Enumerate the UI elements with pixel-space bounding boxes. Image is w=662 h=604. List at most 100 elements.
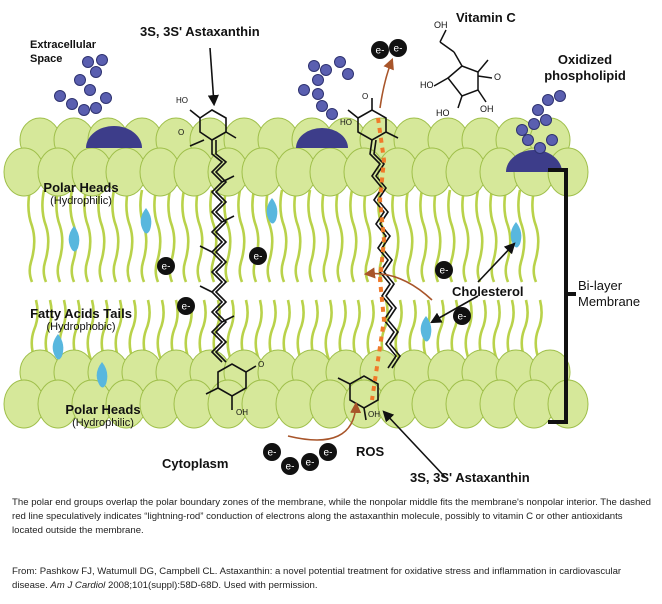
fatty-acid-tail <box>181 189 190 283</box>
astaxanthin-molecule-left <box>189 109 257 410</box>
cholesterol-molecule <box>140 208 152 234</box>
cholesterol-label: Cholesterol <box>452 284 524 299</box>
fatty-acid-tail <box>321 189 330 283</box>
electron-label: e- <box>286 462 295 473</box>
o-label-left-top: O <box>178 128 185 137</box>
electron-circle <box>319 443 337 461</box>
fatty-acid-tail <box>97 189 106 283</box>
cytoplasm-label: Cytoplasm <box>162 456 229 471</box>
citation-prefix: From: Pashkow FJ, Watumull DG, Campbell … <box>12 566 622 591</box>
electron-circle <box>301 453 319 471</box>
fatty-acid-tail <box>111 189 120 283</box>
vitc-oh-label-4: OH <box>480 104 494 114</box>
electron-label: e- <box>162 262 171 273</box>
cholesterol-molecule <box>52 334 64 360</box>
o-label-left-bottom: O <box>258 360 265 369</box>
ho-label-left-top: HO <box>176 96 188 105</box>
upper-polar-heads-front-row <box>3 147 589 197</box>
cholesterol-molecule <box>510 222 522 248</box>
fatty-acid-tail <box>195 189 204 283</box>
oh-label-left-bottom: OH <box>236 408 248 417</box>
electron-circle <box>249 247 267 265</box>
extracellular-space-label: Extracellular Space <box>30 39 97 65</box>
electron-label: e- <box>254 252 263 263</box>
electron-label: e- <box>182 302 191 313</box>
electron-label: e- <box>306 458 315 469</box>
fatty-acid-tail <box>307 189 316 283</box>
sugar-bead <box>82 56 94 68</box>
fatty-acid-tail <box>237 189 246 283</box>
vitamin-c-label: Vitamin C <box>456 10 516 25</box>
figure-caption: The polar end groups overlap the polar b… <box>12 497 651 536</box>
fatty-acid-tail <box>153 189 162 283</box>
electron-circle <box>389 39 407 57</box>
o-label-right-top: O <box>362 92 369 101</box>
fatty-acid-tail <box>391 189 400 283</box>
sugar-bead <box>100 92 112 104</box>
cholesterol-molecules <box>52 198 522 388</box>
fatty-acid-tail <box>363 189 372 283</box>
fatty-acid-tail <box>461 189 470 283</box>
sugar-bead <box>554 90 566 102</box>
vitc-oh-label-1: OH <box>434 20 448 30</box>
sugar-bead <box>66 98 78 110</box>
sugar-bead <box>90 66 102 78</box>
sugar-bead <box>308 60 320 72</box>
fatty-acid-tail <box>55 189 64 283</box>
electron-flow-arrows <box>287 57 433 441</box>
polar-heads-bottom-label: Polar Heads (Hydrophilic) <box>65 402 141 429</box>
electron-label: e- <box>376 46 385 57</box>
fatty-acid-tail <box>517 189 526 283</box>
sugar-bead <box>90 102 102 114</box>
sugar-bead <box>298 84 310 96</box>
bilayer-bracket <box>548 168 576 424</box>
cholesterol-molecule <box>96 362 108 388</box>
fatty-acid-tail <box>279 189 288 283</box>
sugar-bead <box>522 134 534 146</box>
oxidized-phospholipid-heads <box>86 126 562 172</box>
fatty-acid-tail <box>265 189 274 283</box>
fatty-acid-tail <box>503 189 512 283</box>
sugar-bead <box>312 74 324 86</box>
sugar-bead <box>532 104 544 116</box>
fatty-acid-tail <box>251 189 260 283</box>
sugar-bead <box>54 90 66 102</box>
membrane-diagram: e-e-e-e-e-e-e-e-e-e-e- <box>3 29 589 479</box>
polar-heads-top-label: Polar Heads (Hydrophilic) <box>43 180 119 207</box>
citation-journal: Am J Cardiol <box>50 580 106 591</box>
cholesterol-molecule <box>68 226 80 252</box>
sugar-bead <box>78 104 90 116</box>
sugar-bead <box>334 56 346 68</box>
fatty-acid-tail <box>139 189 148 283</box>
electron-label: e- <box>324 448 333 459</box>
electron-label: e- <box>268 448 277 459</box>
vitamin-c-structure <box>433 29 493 109</box>
electron-conduction-dashed-line <box>370 117 387 401</box>
electron-circle <box>435 261 453 279</box>
electron-circle <box>177 297 195 315</box>
fatty-acid-tail <box>349 189 358 283</box>
sugar-bead <box>74 74 86 86</box>
fatty-acid-tail <box>405 189 414 283</box>
astaxanthin-molecule-right <box>337 98 401 421</box>
electron-circle <box>157 257 175 275</box>
sugar-bead <box>312 88 324 100</box>
electron-label: e- <box>394 44 403 55</box>
lower-polar-heads-front-row <box>3 379 589 429</box>
vitc-o-label: O <box>494 72 502 82</box>
electron-circle <box>281 457 299 475</box>
cholesterol-molecule <box>266 198 278 224</box>
vitc-ho-label-3: HO <box>436 108 450 118</box>
sugar-bead <box>546 134 558 146</box>
figure-citation: From: Pashkow FJ, Watumull DG, Campbell … <box>12 565 652 593</box>
ho-label-right-top: HO <box>340 118 352 127</box>
sugar-chains <box>54 54 566 154</box>
fatty-acid-tail <box>223 189 232 283</box>
fatty-acid-tail <box>27 189 36 283</box>
vitc-ho-label-2: HO <box>420 80 434 90</box>
annotation-arrows <box>207 47 516 479</box>
sugar-bead <box>540 114 552 126</box>
electron-circle <box>263 443 281 461</box>
electrons: e-e-e-e-e-e-e-e-e-e-e- <box>157 39 471 475</box>
